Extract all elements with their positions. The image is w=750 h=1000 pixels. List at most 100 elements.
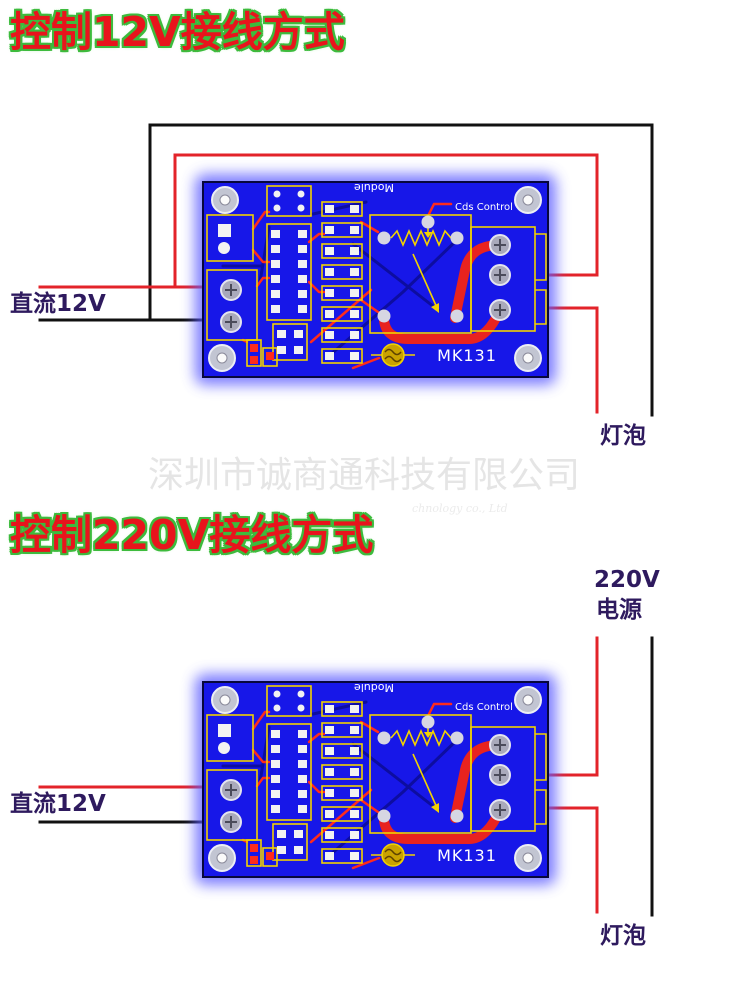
relay-pad [377, 731, 391, 745]
chip-pad [298, 745, 307, 753]
ground-trace [351, 242, 440, 312]
resistor-pad [325, 331, 334, 339]
relay-pad [377, 809, 391, 823]
resistor-outline [321, 222, 363, 238]
chip-pad [271, 305, 280, 313]
resistor-outline [321, 722, 363, 738]
header-pad [218, 224, 231, 237]
screw-terminal-outline [206, 769, 258, 841]
mounting-hole [514, 186, 542, 214]
smd-pad [266, 352, 274, 360]
resistor-pad [325, 726, 334, 734]
mounting-hole [208, 844, 236, 872]
smd-pad [250, 356, 258, 364]
silkscreen-model: MK131 [437, 346, 497, 365]
output-terminal-outline [470, 226, 536, 332]
resistor-pad [325, 310, 334, 318]
mounting-hole-center [216, 852, 228, 864]
output-screw-slot [494, 769, 506, 781]
red-wire-power [546, 636, 599, 777]
resistor-pad [325, 747, 334, 755]
input-screw-slot [225, 784, 237, 796]
output-screw [489, 299, 511, 321]
chip-pad [298, 305, 307, 313]
output-screw-slot [494, 239, 506, 251]
dc-12v-label: 直流12V [10, 291, 106, 317]
company-watermark-english: chnology co., Ltd [412, 502, 508, 515]
resistor-outline [321, 243, 363, 259]
smd-pad [250, 844, 258, 852]
chip-pad [297, 690, 305, 698]
input-screw [220, 779, 242, 801]
smd-outline [246, 839, 262, 867]
silkscreen-outlines [206, 185, 547, 367]
resistor-pad [350, 310, 359, 318]
mounting-hole-center [522, 194, 534, 206]
resistor-outline [321, 285, 363, 301]
lamp-label: 灯泡 [600, 423, 646, 449]
resistor-pad [350, 810, 359, 818]
smd-pad [266, 852, 274, 860]
screw-terminal-outline [206, 269, 258, 341]
resistor-outline [321, 348, 363, 364]
header-outline [206, 714, 254, 762]
output-screw [489, 264, 511, 286]
mounting-hole [211, 186, 239, 214]
chip-outline [272, 823, 308, 861]
resistor-pad [325, 268, 334, 276]
potentiometer-symbol [390, 728, 452, 748]
silkscreen-cds-control: Cds Control [455, 202, 513, 213]
chip-pad [277, 830, 286, 838]
terminal-notch [535, 789, 547, 825]
output-screw [489, 764, 511, 786]
red-wire-relay-common [173, 153, 599, 289]
photoresistor-track [384, 348, 402, 363]
chip-pad [294, 846, 303, 854]
header-pad [218, 724, 231, 737]
chip-pad [277, 346, 286, 354]
resistor-outline [321, 264, 363, 280]
resistor-pad [350, 726, 359, 734]
resistor-outline [321, 743, 363, 759]
resistor-pad [325, 768, 334, 776]
output-screw [489, 234, 511, 256]
mounting-hole [514, 844, 542, 872]
chip-pad [271, 290, 280, 298]
resistor-outline [321, 806, 363, 822]
resistor-pad [325, 705, 334, 713]
smd-outline [262, 347, 278, 367]
chip-outline [266, 685, 312, 717]
chip-pad [298, 230, 307, 238]
chip-pad [277, 330, 286, 338]
chip-pad [298, 805, 307, 813]
chip-pad [271, 230, 280, 238]
mounting-hole [514, 686, 542, 714]
resistor-pad [350, 205, 359, 213]
input-screw [220, 311, 242, 333]
chip-pad [298, 730, 307, 738]
silkscreen-outlines [206, 685, 547, 867]
chip-outline [272, 323, 308, 361]
resistor-pad [325, 810, 334, 818]
chip-pad [297, 204, 305, 212]
resistor-pad [350, 226, 359, 234]
resistor-outline [321, 306, 363, 322]
relay-pad [421, 715, 435, 729]
resistor-pad [350, 852, 359, 860]
mounting-hole-center [522, 352, 534, 364]
silkscreen-model: MK131 [437, 846, 497, 865]
chip-pad [297, 704, 305, 712]
chip-pad [273, 204, 281, 212]
chip-pad [298, 790, 307, 798]
chip-pad [271, 275, 280, 283]
mounting-hole [208, 344, 236, 372]
resistor-pad [325, 289, 334, 297]
resistor-pad [350, 289, 359, 297]
smd-outline [262, 847, 278, 867]
photoresistor [381, 343, 405, 367]
output-screw [489, 734, 511, 756]
potentiometer-symbol [390, 228, 452, 248]
relay-pad [450, 231, 464, 245]
